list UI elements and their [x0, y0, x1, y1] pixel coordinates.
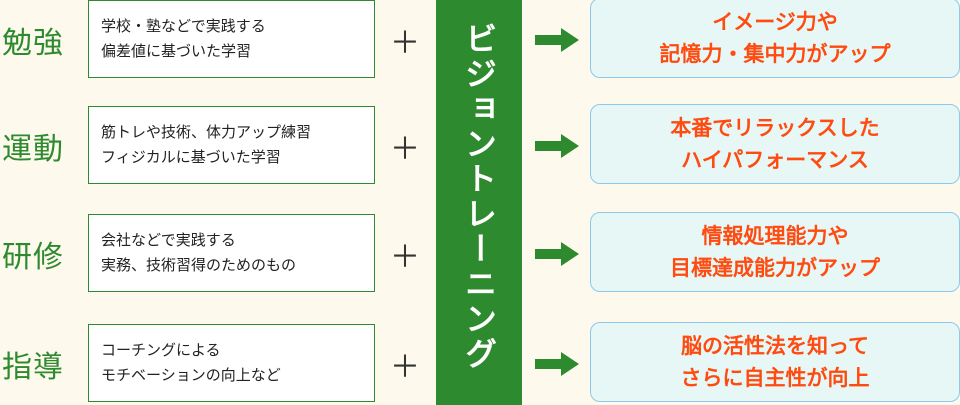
row-study: 勉強 学校・塾などで実践する 偏差値に基づいた学習 ＋ イメージ力や 記憶力・集…: [0, 0, 960, 80]
method-line: フィジカルに基づいた学習: [101, 148, 281, 166]
category-label: 指導: [2, 350, 64, 385]
plus-icon: ＋: [390, 240, 420, 275]
method-line: 筋トレや技術、体力アップ練習: [101, 123, 312, 141]
result-line: 本番でリラックスした: [670, 116, 880, 140]
result-box: イメージ力や 記憶力・集中力がアップ: [590, 0, 960, 78]
right-arrow-icon: [535, 242, 579, 266]
right-arrow-icon: [535, 352, 579, 376]
method-line: 学校・塾などで実践する: [101, 17, 266, 35]
result-line: ハイパフォーマンス: [681, 148, 869, 172]
method-box: コーチングによる モチベーションの向上など: [88, 324, 375, 402]
result-line: 脳の活性法を知って: [681, 334, 869, 358]
right-arrow-icon: [535, 134, 579, 158]
plus-icon: ＋: [390, 132, 420, 167]
row-coaching: 指導 コーチングによる モチベーションの向上など ＋ 脳の活性法を知って さらに…: [0, 322, 960, 404]
plus-icon: ＋: [390, 350, 420, 385]
result-line: イメージ力や: [712, 10, 838, 34]
method-box: 会社などで実践する 実務、技術習得のためのもの: [88, 214, 375, 292]
method-line: モチベーションの向上など: [101, 366, 281, 384]
row-exercise: 運動 筋トレや技術、体力アップ練習 フィジカルに基づいた学習 ＋ 本番でリラック…: [0, 104, 960, 186]
result-line: さらに自主性が向上: [680, 366, 870, 390]
result-line: 目標達成能力がアップ: [670, 256, 880, 280]
result-box: 脳の活性法を知って さらに自主性が向上: [590, 322, 960, 402]
vision-training-label: ビジョントレーニング: [460, 22, 498, 372]
result-box: 情報処理能力や 目標達成能力がアップ: [590, 212, 960, 292]
category-label: 勉強: [2, 26, 64, 61]
method-line: 会社などで実践する: [101, 231, 236, 249]
method-box: 学校・塾などで実践する 偏差値に基づいた学習: [88, 0, 375, 78]
row-training: 研修 会社などで実践する 実務、技術習得のためのもの ＋ 情報処理能力や 目標達…: [0, 212, 960, 294]
result-box: 本番でリラックスした ハイパフォーマンス: [590, 104, 960, 184]
plus-icon: ＋: [390, 26, 420, 61]
vision-training-band: ビジョントレーニング: [436, 0, 522, 405]
result-line: 記憶力・集中力がアップ: [659, 42, 891, 66]
right-arrow-icon: [535, 28, 579, 52]
result-line: 情報処理能力や: [701, 224, 849, 248]
method-box: 筋トレや技術、体力アップ練習 フィジカルに基づいた学習: [88, 106, 375, 184]
method-line: コーチングによる: [101, 341, 221, 359]
method-line: 実務、技術習得のためのもの: [101, 256, 297, 274]
method-line: 偏差値に基づいた学習: [101, 42, 252, 60]
category-label: 運動: [2, 132, 64, 167]
category-label: 研修: [2, 240, 64, 275]
